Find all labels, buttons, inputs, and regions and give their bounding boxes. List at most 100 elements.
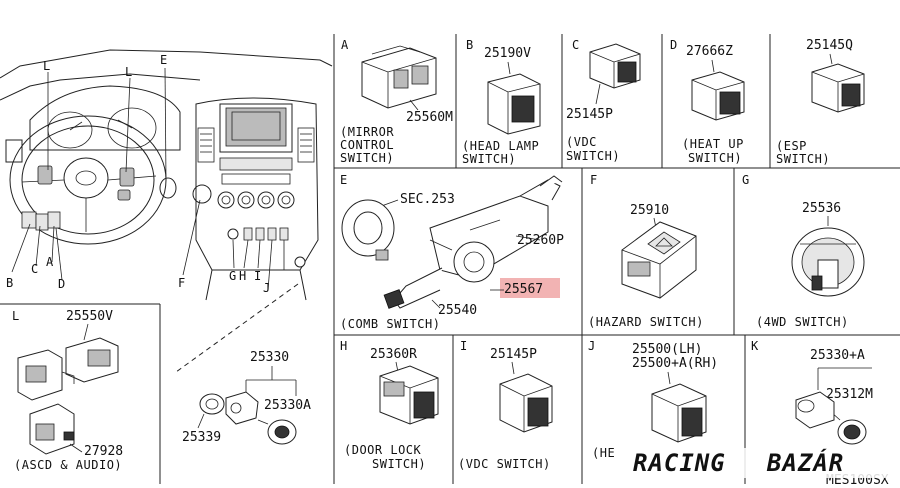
panel-f: F 25910 (HAZARD SWITCH) bbox=[588, 173, 704, 329]
heated-seat-switch-drawing bbox=[651, 383, 707, 443]
clock-spring-drawing bbox=[341, 199, 395, 261]
panel-b: B 25190V (HEAD LAMP SWITCH) bbox=[462, 38, 541, 166]
panel-i-letter: I bbox=[460, 339, 467, 353]
panel-f-caption: (HAZARD SWITCH) bbox=[588, 315, 704, 329]
head-lamp-switch-drawing bbox=[487, 73, 541, 135]
esp-switch-drawing bbox=[811, 63, 865, 113]
part-number-25145p-i: 25145P bbox=[490, 347, 537, 362]
overview-label-j: J bbox=[263, 281, 270, 295]
racing-bazar-logo-graphic: RACING BAZÁR bbox=[629, 448, 891, 478]
panel-e-caption: (COMB SWITCH) bbox=[340, 317, 440, 331]
panel-k: K 25330+A 25312M bbox=[751, 339, 873, 445]
part-number-25145p-c: 25145P bbox=[566, 107, 613, 122]
hazard-switch-drawing bbox=[621, 221, 697, 299]
panel-a: A 25560M (MIRROR CONTROL SWITCH) bbox=[340, 38, 453, 165]
overview-label-l2: L bbox=[125, 65, 132, 79]
panel-c-caption-1: (VDC bbox=[566, 135, 597, 149]
logo-word-racing: RACING bbox=[633, 449, 726, 477]
panel-d-caption-1: (HEAT UP bbox=[682, 137, 744, 151]
part-number-25360r: 25360R bbox=[370, 347, 417, 362]
part-number-25500-lh: 25500(LH) bbox=[632, 342, 702, 357]
highlight-25567 bbox=[500, 278, 560, 298]
vdc-switch-drawing-c bbox=[589, 43, 641, 89]
part-number-27666z: 27666Z bbox=[686, 44, 733, 59]
part-number-25540: 25540 bbox=[438, 303, 477, 318]
vdc-switch-drawing-i bbox=[499, 373, 553, 433]
overview-label-d: D bbox=[58, 277, 65, 291]
audio-switch-drawing bbox=[29, 403, 75, 455]
part-number-27928: 27928 bbox=[84, 444, 123, 459]
4wd-switch-drawing bbox=[791, 227, 865, 297]
door-lock-switch-drawing bbox=[379, 365, 439, 425]
part-number-25190v: 25190V bbox=[484, 46, 531, 61]
panel-h-caption-2: SWITCH) bbox=[372, 457, 426, 471]
logo-word-bazar: BAZÁR bbox=[766, 448, 844, 477]
panel-a-caption-1: (MIRROR bbox=[340, 125, 394, 139]
panel-a-letter: A bbox=[341, 38, 349, 52]
panel-g-letter: G bbox=[742, 173, 749, 187]
lighter-assembly: 25330 25330A 25339 bbox=[182, 350, 311, 445]
part-number-25260p: 25260P bbox=[517, 233, 564, 248]
panel-a-caption-2: CONTROL bbox=[340, 138, 394, 152]
panel-h-caption-1: (DOOR LOCK bbox=[344, 443, 422, 457]
overview-label-i: I bbox=[254, 269, 261, 283]
mirror-control-switch-drawing bbox=[361, 45, 437, 109]
panel-j: J 25500(LH) 25500+A(RH) (HE bbox=[588, 339, 718, 460]
overview-label-b: B bbox=[6, 276, 13, 290]
panel-h-letter: H bbox=[340, 339, 347, 353]
panel-g: G 25536 (4WD SWITCH) bbox=[742, 173, 865, 329]
overview-label-l1: L bbox=[43, 59, 50, 73]
panel-a-caption-3: SWITCH) bbox=[340, 151, 394, 165]
overview-label-c: C bbox=[31, 262, 38, 276]
panel-k-letter: K bbox=[751, 339, 759, 353]
panel-i-caption: (VDC SWITCH) bbox=[458, 457, 551, 471]
panel-j-letter: J bbox=[588, 339, 595, 353]
dashboard-overview bbox=[0, 49, 333, 373]
panel-b-caption-2: SWITCH) bbox=[462, 152, 516, 166]
part-number-25330a-k: 25330+A bbox=[810, 348, 865, 363]
panel-b-caption-1: (HEAD LAMP bbox=[462, 139, 539, 153]
panel-d: D 27666Z (HEAT UP SWITCH) bbox=[670, 38, 745, 165]
part-number-25910: 25910 bbox=[630, 203, 669, 218]
part-number-25500a-rh: 25500+A(RH) bbox=[632, 356, 718, 371]
panel-l-letter: L bbox=[12, 309, 19, 323]
panel-e-letter: E bbox=[340, 173, 347, 187]
racing-bazar-logo: RACING BAZÁR bbox=[629, 448, 891, 478]
panel-e: E SEC.253 25260P 25567 25540 (COMB SWITC… bbox=[340, 173, 564, 331]
panel-d-letter: D bbox=[670, 38, 677, 52]
heat-up-switch-drawing bbox=[691, 71, 745, 121]
panel-c-letter: C bbox=[572, 38, 579, 52]
overview-label-h: H bbox=[239, 269, 246, 283]
part-number-25145q: 25145Q bbox=[806, 38, 853, 53]
panel-g-caption: (4WD SWITCH) bbox=[756, 315, 849, 329]
panel-esp-caption-2: SWITCH) bbox=[776, 152, 830, 166]
overview-labels: L L E B C A D F G H I J bbox=[6, 53, 270, 295]
part-number-25312m: 25312M bbox=[826, 387, 873, 402]
part-number-25330: 25330 bbox=[250, 350, 289, 365]
panel-l: L 25550V 27928 (ASCD & AUDIO) bbox=[12, 309, 123, 472]
part-number-25567: 25567 bbox=[504, 282, 543, 297]
part-number-25536: 25536 bbox=[802, 201, 841, 216]
overview-label-e: E bbox=[160, 53, 167, 67]
comb-switch-drawing bbox=[383, 175, 563, 309]
panel-esp: 25145Q (ESP SWITCH) bbox=[776, 38, 865, 166]
part-number-25560m: 25560M bbox=[406, 110, 453, 125]
panel-f-letter: F bbox=[590, 173, 597, 187]
panel-h: H 25360R (DOOR LOCK SWITCH) bbox=[340, 339, 439, 471]
panel-grid bbox=[0, 34, 900, 484]
panel-j-caption: (HE bbox=[592, 446, 615, 460]
part-number-25339: 25339 bbox=[182, 430, 221, 445]
panel-l-caption: (ASCD & AUDIO) bbox=[14, 458, 122, 472]
overview-label-g: G bbox=[229, 269, 236, 283]
panel-i: I 25145P (VDC SWITCH) bbox=[458, 339, 553, 471]
part-number-25550v: 25550V bbox=[66, 309, 113, 324]
overview-label-a: A bbox=[46, 255, 54, 269]
ascd-switch-drawing bbox=[17, 337, 119, 401]
lighter-drawing bbox=[199, 391, 297, 445]
panel-b-letter: B bbox=[466, 38, 473, 52]
panel-c-caption-2: SWITCH) bbox=[566, 149, 620, 163]
overview-label-f: F bbox=[178, 276, 185, 290]
panel-esp-caption-1: (ESP bbox=[776, 139, 807, 153]
